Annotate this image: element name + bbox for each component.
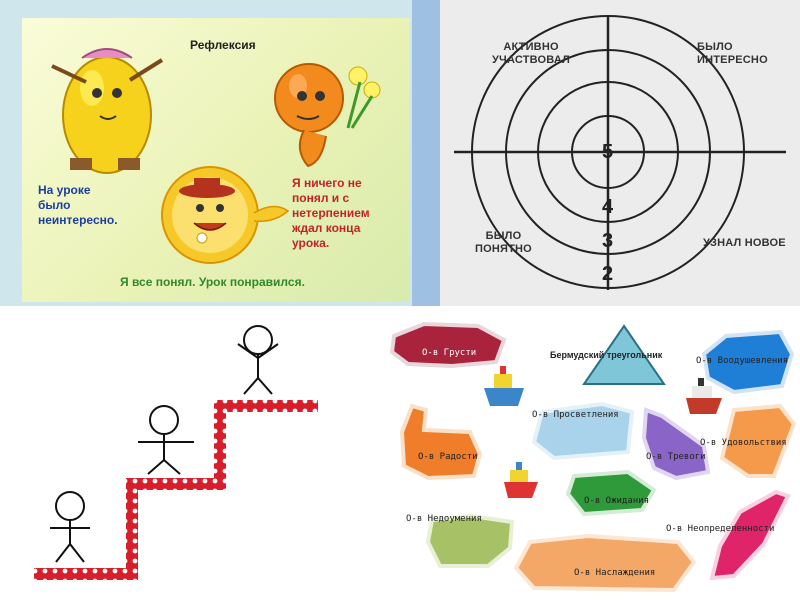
ship-icon-3 <box>504 462 538 498</box>
quadrant-interesting-label: БЫЛО ИНТЕРЕСНО <box>697 41 768 66</box>
confused-orange-character <box>274 63 381 168</box>
stick-figure-middle <box>138 405 194 475</box>
island-ozhid-label: О-в Ожидания <box>584 496 650 506</box>
stick-figure-top <box>237 325 279 395</box>
island-neopr-shape <box>709 489 791 581</box>
not-interesting-text: На уроке было неинтересно. <box>38 183 118 227</box>
island-ozhid-shape <box>565 469 657 517</box>
score-3: 3 <box>602 230 614 252</box>
reflection-title: Рефлексия <box>190 38 256 52</box>
target-panel: АКТИВНО УЧАСТВОВАЛ БЫЛО ИНТЕРЕСНО БЫЛО П… <box>412 0 800 306</box>
stairs-diagram <box>34 325 318 580</box>
score-4: 4 <box>602 196 614 218</box>
quadrant-understood-label: БЫЛО ПОНЯТНО <box>475 230 532 255</box>
score-2: 2 <box>602 263 614 285</box>
island-udovol-label: О-в Удовольствия <box>700 438 787 448</box>
island-grusti-label: О-в Грусти <box>422 348 477 358</box>
bored-egg-character <box>51 48 164 174</box>
island-nedoum-shape <box>425 513 515 568</box>
island-radosti-shape <box>399 403 483 481</box>
islands-map-panel: О-в Грусти Бермудский треугольник О-в Во… <box>378 306 800 600</box>
quadrant-learned-label: УЗНАЛ НОВОЕ <box>703 237 786 249</box>
bermuda-triangle-label: Бермудский треугольник <box>550 350 663 360</box>
didnt-understand-text: Я ничего не понял и с нетерпением ждал к… <box>292 176 370 250</box>
stairs-path <box>34 400 318 580</box>
island-grusti-shape <box>389 321 507 369</box>
island-radosti-label: О-в Радости <box>418 452 478 462</box>
island-trevogi-label: О-в Тревоги <box>646 452 706 462</box>
quadrant-active-label: АКТИВНО УЧАСТВОВАЛ <box>492 41 571 66</box>
island-naslazh-label: О-в Наслаждения <box>574 568 656 578</box>
stairs <box>34 400 318 580</box>
reflection-characters <box>51 48 381 264</box>
score-5: 5 <box>602 141 614 163</box>
bermuda-triangle-shape <box>582 324 666 385</box>
ship-icon-2 <box>686 378 722 414</box>
island-voodush-label: О-в Воодушевления <box>696 356 789 366</box>
ship-icon-1 <box>484 366 524 406</box>
target-diagram <box>454 15 786 290</box>
islands-map <box>389 321 797 593</box>
target-card: АКТИВНО УЧАСТВОВАЛ БЫЛО ИНТЕРЕСНО БЫЛО П… <box>440 0 800 306</box>
island-trevogi-shape <box>641 407 711 481</box>
island-neopr-label: О-в Неопределенности <box>666 524 775 534</box>
reflection-panel: Рефлексия <box>0 0 412 306</box>
happy-sun-character <box>161 166 290 264</box>
stick-figure-bottom <box>50 491 90 563</box>
island-prosvet-label: О-в Просветления <box>532 410 619 420</box>
island-prosvet-shape <box>531 401 635 461</box>
island-nedoum-label: О-в Недоумения <box>406 514 482 524</box>
island-naslazh-shape <box>513 533 697 593</box>
stairs-panel <box>0 306 378 600</box>
island-voodush-shape <box>701 329 795 395</box>
reflection-card: Рефлексия <box>22 18 410 302</box>
island-udovol-shape <box>719 403 797 478</box>
understood-everything-text: Я все понял. Урок понравился. <box>120 275 305 289</box>
